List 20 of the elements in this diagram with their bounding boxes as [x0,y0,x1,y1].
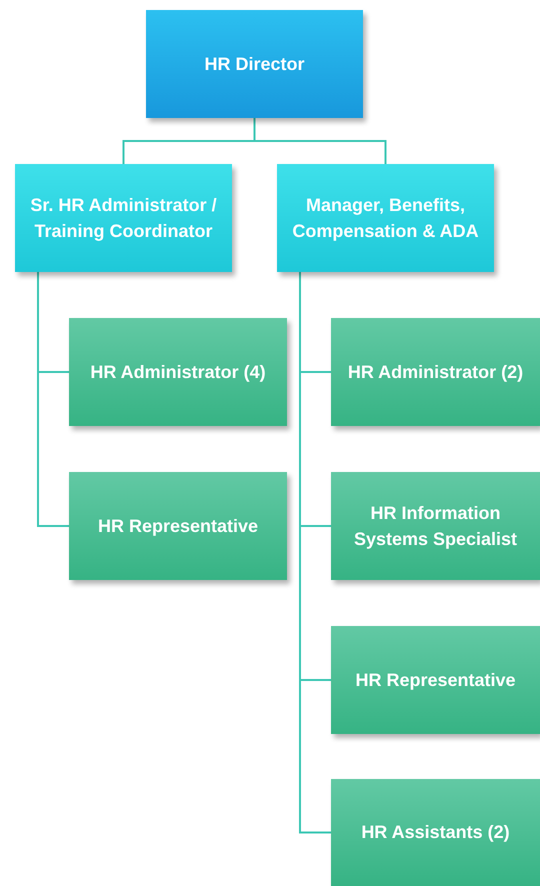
position-title: HR Representative [98,514,258,538]
position-title: HR Assistants (2) [361,821,510,844]
org-box [331,779,540,886]
org-box [331,626,540,734]
position-title: HR Administrator (2) [348,360,524,384]
org-box [146,10,363,118]
org-box [331,318,540,426]
connector-line [37,272,69,527]
org-box [69,318,287,426]
org-box [15,164,232,272]
org-box [331,472,540,580]
org-box [69,472,287,580]
position-title: Sr. HR Administrator / Training Coordinator [29,194,218,243]
connector-line [254,118,386,164]
position-title: HR Director [204,52,305,76]
position-title: HR Representative [355,668,516,692]
position-title: HR Administrator (4) [90,360,266,384]
position-title: HR Information Systems Specialist [352,502,518,551]
org-box [277,164,494,272]
position-title: Manager, Benefits, Compensation & ADA [291,194,480,243]
